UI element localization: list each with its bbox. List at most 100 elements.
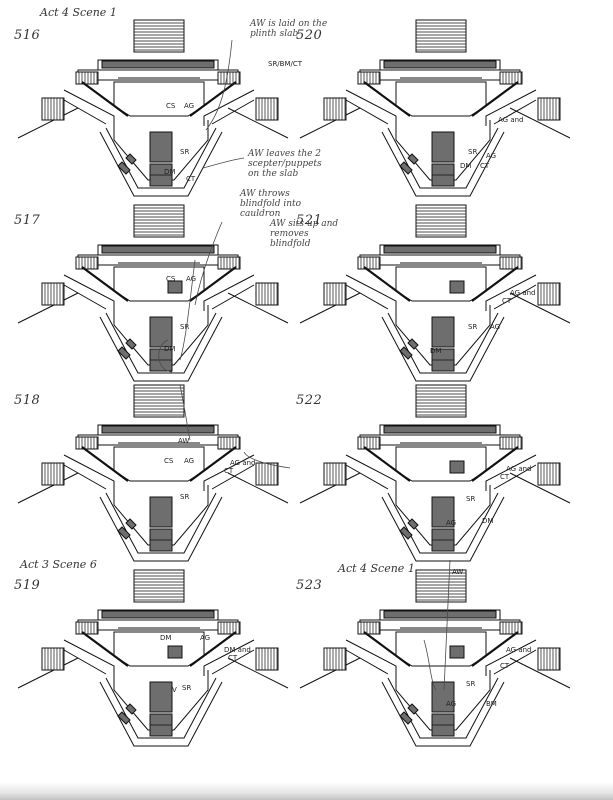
upstage-stairs bbox=[133, 569, 185, 603]
position-label: CT bbox=[224, 467, 234, 475]
right-step-block bbox=[499, 71, 523, 85]
stage-plan bbox=[299, 204, 571, 382]
apron-outer-edge bbox=[105, 677, 217, 739]
right-wing-line bbox=[227, 292, 289, 324]
upstage-stairs bbox=[133, 204, 185, 238]
left-walkway-inner bbox=[63, 99, 107, 125]
left-rail bbox=[363, 631, 411, 667]
left-wing-stairs bbox=[323, 462, 347, 486]
position-label: AW bbox=[452, 568, 464, 576]
right-wing-stairs bbox=[255, 462, 279, 486]
stage-plan bbox=[17, 384, 289, 562]
right-step-block bbox=[217, 621, 241, 635]
left-rail bbox=[81, 446, 129, 482]
left-walkway-inner bbox=[63, 284, 107, 310]
center-trap bbox=[431, 316, 455, 348]
right-step-block bbox=[499, 256, 523, 270]
left-wing-line bbox=[299, 292, 361, 324]
left-wing-stairs bbox=[41, 462, 65, 486]
prop-left-2 bbox=[125, 703, 137, 715]
position-label: CT bbox=[502, 297, 512, 305]
position-label: AG and bbox=[230, 459, 256, 467]
position-label: BM bbox=[486, 700, 497, 708]
position-label: DM bbox=[160, 634, 172, 642]
apron-outer-edge-2 bbox=[381, 316, 505, 382]
left-wing-stairs bbox=[41, 647, 65, 671]
right-wing-stairs bbox=[255, 97, 279, 121]
note-sits-up: AW sits up and removes blindfold bbox=[270, 219, 339, 249]
left-rail bbox=[363, 446, 411, 482]
position-label: AG bbox=[490, 323, 501, 331]
left-wing-stairs bbox=[41, 97, 65, 121]
right-wing-stairs bbox=[537, 462, 561, 486]
left-step-block bbox=[75, 436, 99, 450]
plinth-bar bbox=[383, 610, 497, 619]
frame-number: 520 bbox=[296, 28, 323, 43]
left-wing-line bbox=[299, 657, 361, 689]
stage-ref-label: SR/BM/CT bbox=[268, 60, 303, 68]
position-label: SR bbox=[180, 323, 190, 331]
left-rail bbox=[363, 266, 411, 302]
position-label: DM bbox=[482, 517, 494, 525]
position-label: DM bbox=[430, 347, 442, 355]
frame-number: 516 bbox=[14, 28, 41, 43]
right-walkway bbox=[203, 89, 255, 126]
pencil-arrow bbox=[179, 259, 196, 361]
upstage-stairs bbox=[415, 569, 467, 603]
right-step-block bbox=[217, 71, 241, 85]
prop-left-2 bbox=[125, 518, 137, 530]
right-wing-stairs bbox=[255, 647, 279, 671]
right-wing-line bbox=[509, 107, 571, 139]
position-label: CT bbox=[500, 662, 510, 670]
right-wing-line bbox=[509, 472, 571, 504]
right-walkway-inner bbox=[493, 464, 537, 490]
position-label: AG bbox=[184, 102, 195, 110]
left-rail bbox=[81, 266, 129, 302]
position-label: CS bbox=[166, 102, 176, 110]
frame-number: 521 bbox=[296, 213, 323, 228]
frame-number: 519 bbox=[14, 578, 41, 593]
right-step-block bbox=[499, 621, 523, 635]
apron-outer-edge bbox=[387, 312, 499, 374]
note-throws-blindfold: AW throws blindfold into cauldron bbox=[240, 189, 302, 219]
pencil-arrow bbox=[194, 221, 223, 306]
center-trap bbox=[149, 131, 173, 163]
position-label: AW bbox=[178, 437, 190, 445]
right-walkway-inner bbox=[211, 649, 255, 675]
right-rail bbox=[471, 631, 519, 667]
right-walkway-inner bbox=[493, 284, 537, 310]
position-label: AG bbox=[446, 700, 457, 708]
left-walkway-inner bbox=[345, 99, 389, 125]
right-wing-line bbox=[227, 472, 289, 504]
right-walkway bbox=[203, 274, 255, 311]
left-rail bbox=[81, 631, 129, 667]
left-step-block bbox=[75, 256, 99, 270]
plinth-bar bbox=[101, 425, 215, 434]
center-trap bbox=[431, 681, 455, 713]
frame-number: 523 bbox=[296, 578, 323, 593]
apron-outer-edge-2 bbox=[99, 681, 223, 747]
right-wing-line bbox=[227, 107, 289, 139]
right-wing-line bbox=[509, 292, 571, 324]
act-header-top: Act 4 Scene 1 bbox=[40, 6, 117, 19]
left-wing-line bbox=[299, 472, 361, 504]
plinth-bar bbox=[101, 245, 215, 254]
apron-outer-edge-2 bbox=[381, 496, 505, 562]
position-label: CT bbox=[500, 473, 510, 481]
position-label: DM and bbox=[224, 646, 251, 654]
left-walkway-inner bbox=[345, 284, 389, 310]
apron-outer-edge bbox=[105, 312, 217, 374]
center-trap bbox=[149, 496, 173, 528]
plinth-bar bbox=[101, 610, 215, 619]
right-wing-line bbox=[509, 657, 571, 689]
pencil-arrow bbox=[423, 639, 437, 691]
left-rail bbox=[363, 81, 411, 117]
prop-left-2 bbox=[125, 153, 137, 165]
prop-left-1 bbox=[117, 711, 131, 725]
right-walkway-inner bbox=[211, 99, 255, 125]
prop-left-1 bbox=[399, 711, 413, 725]
